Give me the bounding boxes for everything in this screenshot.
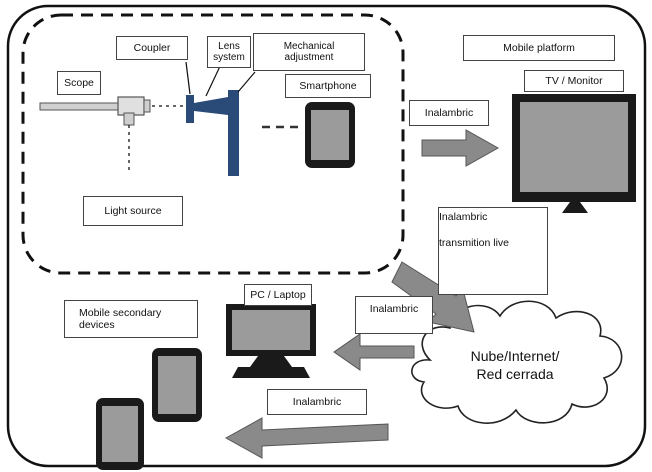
- label-pc-laptop: PC / Laptop: [244, 284, 312, 306]
- label-tv-monitor: TV / Monitor: [524, 70, 624, 92]
- label-inalambric-4: Inalambric: [267, 389, 367, 415]
- label-inalambric-1: Inalambric: [409, 100, 489, 126]
- label-mobile-secondary-devices: Mobile secondary devices: [64, 300, 198, 338]
- arrow-to-phones: [224, 417, 389, 459]
- scope-device: [39, 96, 186, 170]
- smartphone-icon: [305, 102, 355, 168]
- label-coupler: Coupler: [116, 36, 188, 60]
- secondary-phone-icon-2: [96, 398, 144, 470]
- arrow-to-tv: [421, 129, 500, 167]
- secondary-phone-icon: [152, 348, 202, 422]
- cloud-label: Nube/Internet/ Red cerrada: [455, 348, 575, 383]
- pc-laptop-icon: [226, 304, 316, 378]
- label-inalambric-transmission: Inalambric transmition live: [438, 207, 548, 295]
- dashed-platform-region: [21, 13, 405, 275]
- tv-monitor-icon: [512, 94, 636, 213]
- label-transmition-live: transmition live: [439, 237, 510, 250]
- cloud-shape: [411, 300, 623, 424]
- outer-frame: [6, 4, 647, 468]
- label-mechanical-adjustment: Mechanical adjustment: [253, 33, 365, 71]
- coupler-lens-assembly: [185, 61, 256, 176]
- label-mobile-platform: Mobile platform: [463, 35, 615, 61]
- label-inalambric-2: Inalambric: [439, 211, 488, 223]
- arrow-to-pc: [333, 333, 415, 371]
- label-light-source: Light source: [83, 196, 183, 226]
- label-inalambric-3: Inalambric: [355, 296, 433, 334]
- cloud-label-line1: Nube/Internet/: [470, 348, 560, 364]
- label-lens-system: Lens system: [207, 36, 251, 68]
- cloud-label-line2: Red cerrada: [476, 365, 554, 382]
- label-scope: Scope: [57, 71, 101, 95]
- label-smartphone: Smartphone: [285, 74, 371, 98]
